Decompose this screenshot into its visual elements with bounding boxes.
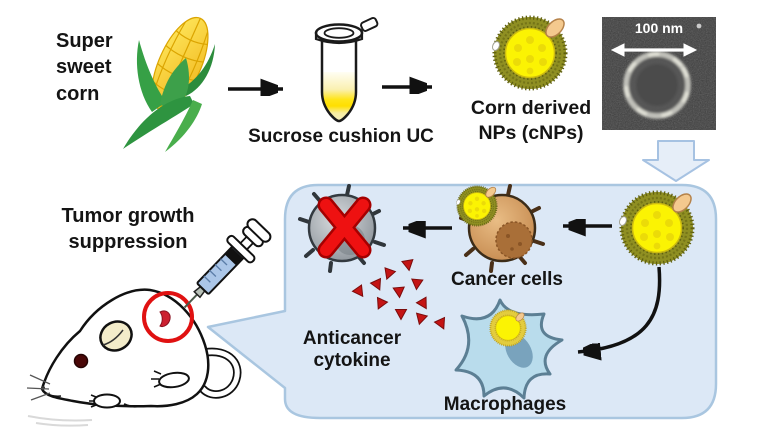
corn-icon <box>123 16 215 152</box>
cytokine-triangle <box>384 267 397 281</box>
mouse-icon <box>26 288 242 427</box>
cytokine-triangle <box>392 286 405 299</box>
mouse-hind-foot <box>158 371 190 389</box>
mouse-eye <box>73 353 89 369</box>
mouse-front-paw <box>93 393 121 409</box>
cytokine-triangle <box>376 296 389 310</box>
macrophage-icon <box>454 298 564 400</box>
tem-image: 100 nm <box>602 17 716 130</box>
cancer-cell-icon <box>456 185 545 273</box>
tem-scale-arrow <box>610 43 698 57</box>
red-cross-icon <box>317 196 372 259</box>
tumor-marker <box>159 310 171 327</box>
label-super-sweet-corn: Super sweet corn <box>56 30 113 105</box>
arrow-np-to-macrophage <box>577 266 662 352</box>
syringe-icon <box>183 218 272 309</box>
cytokine-triangle <box>433 316 446 330</box>
mouse-whiskers <box>26 374 51 401</box>
cytokine-triangle <box>411 278 424 291</box>
tumor-circle-icon <box>142 291 194 343</box>
tem-vesicle <box>623 51 691 119</box>
label-corn-derived-nps: Corn derived NPs (cNPs) <box>470 97 592 145</box>
dead-cancer-cell-icon <box>298 184 386 273</box>
cnp-icon-top <box>491 16 567 89</box>
label-cancer-cells: Cancer cells <box>451 269 563 290</box>
mouse-shadow <box>27 415 93 427</box>
tem-graphic <box>602 17 716 130</box>
label-anticancer-cytokine: Anticancer cytokine <box>302 328 402 372</box>
cytokine-triangle <box>415 312 429 326</box>
label-macrophages: Macrophages <box>443 394 567 415</box>
cytokine-triangle <box>369 277 382 291</box>
label-tumor-growth-suppression: Tumor growth suppression <box>61 205 195 253</box>
cytokine-triangle <box>415 296 427 310</box>
label-sucrose-cushion-uc: Sucrose cushion UC <box>248 126 434 147</box>
cnp-icon-on-macrophage <box>490 310 526 346</box>
cytokine-particles <box>351 258 446 330</box>
tem-scale-label: 100 nm <box>634 20 684 36</box>
centrifuge-tube-icon <box>314 16 379 123</box>
down-arrow-icon <box>642 140 710 182</box>
cytokine-triangle <box>394 309 408 321</box>
cytokine-triangle <box>401 258 414 272</box>
cytokine-triangle <box>351 284 364 298</box>
